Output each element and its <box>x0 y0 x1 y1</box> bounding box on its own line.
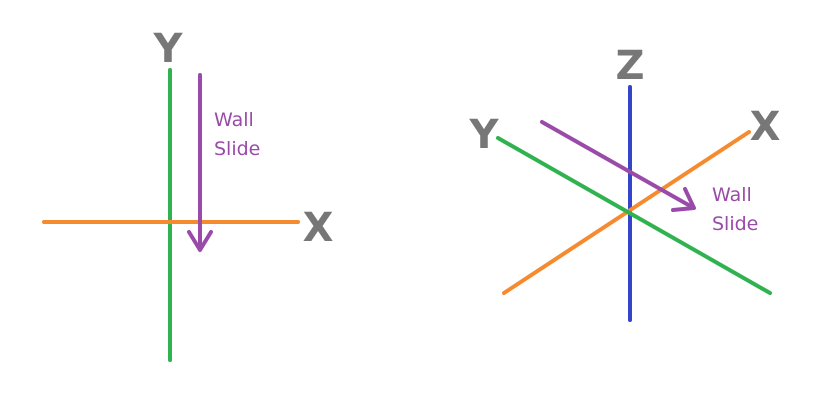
left-2d-diagram: Y X Wall Slide <box>42 26 334 362</box>
left-wall-slide-arrow <box>187 73 213 252</box>
right-wall-slide-arrow <box>540 120 696 212</box>
left-arrow-label-wall: Wall <box>214 109 254 131</box>
left-arrow-head <box>187 230 213 252</box>
left-arrow-label-slide: Slide <box>214 138 260 160</box>
right-arrow-label-wall: Wall <box>712 184 752 206</box>
left-y-axis-label: Y <box>153 26 184 72</box>
right-arrow-head <box>671 187 696 212</box>
right-y-axis-line <box>496 136 772 295</box>
right-arrow-shaft <box>540 120 694 209</box>
left-x-axis-label: X <box>303 205 334 251</box>
right-arrow-label-slide: Slide <box>712 213 758 235</box>
right-x-axis-label: X <box>750 104 781 150</box>
right-3d-diagram: Z Y X Wall Slide <box>469 43 781 322</box>
right-y-axis-label: Y <box>469 112 500 158</box>
right-z-axis-label: Z <box>615 43 644 89</box>
